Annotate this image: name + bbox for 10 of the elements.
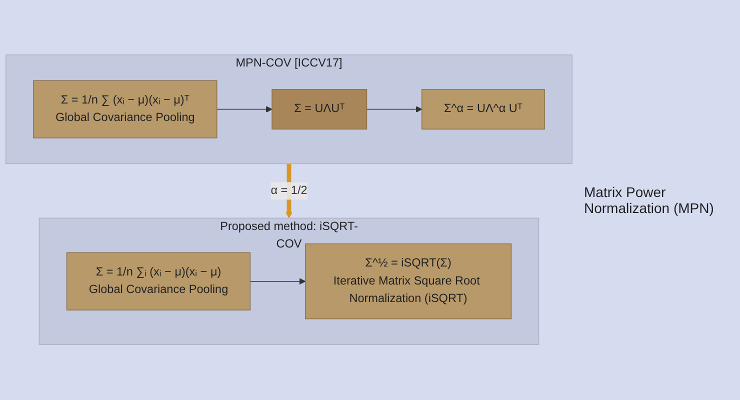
arrow [250, 278, 306, 285]
node-box: Σ = UΛUᵀ [272, 89, 368, 130]
node-box: Σ = 1/n ∑ (xᵢ − μ)(xᵢ − μ)ᵀ Global Covariance Pooling [33, 80, 218, 139]
note-label: Matrix Power Normalization (MPN) [584, 184, 715, 216]
node-box: Σ^½ = iSQRT(Σ) Iterative Matrix Square Root Normalization (iSQRT) [304, 244, 512, 320]
node-box: Σ^α = UΛ^α Uᵀ [422, 89, 545, 130]
node-box: Σ = 1/n ∑ᵢ (xᵢ − μ)(xᵢ − μ) Global Covariance Pooling [66, 252, 251, 311]
edge-label: α = 1/2 [270, 184, 308, 198]
arrow [366, 106, 422, 113]
arrow [216, 106, 272, 113]
